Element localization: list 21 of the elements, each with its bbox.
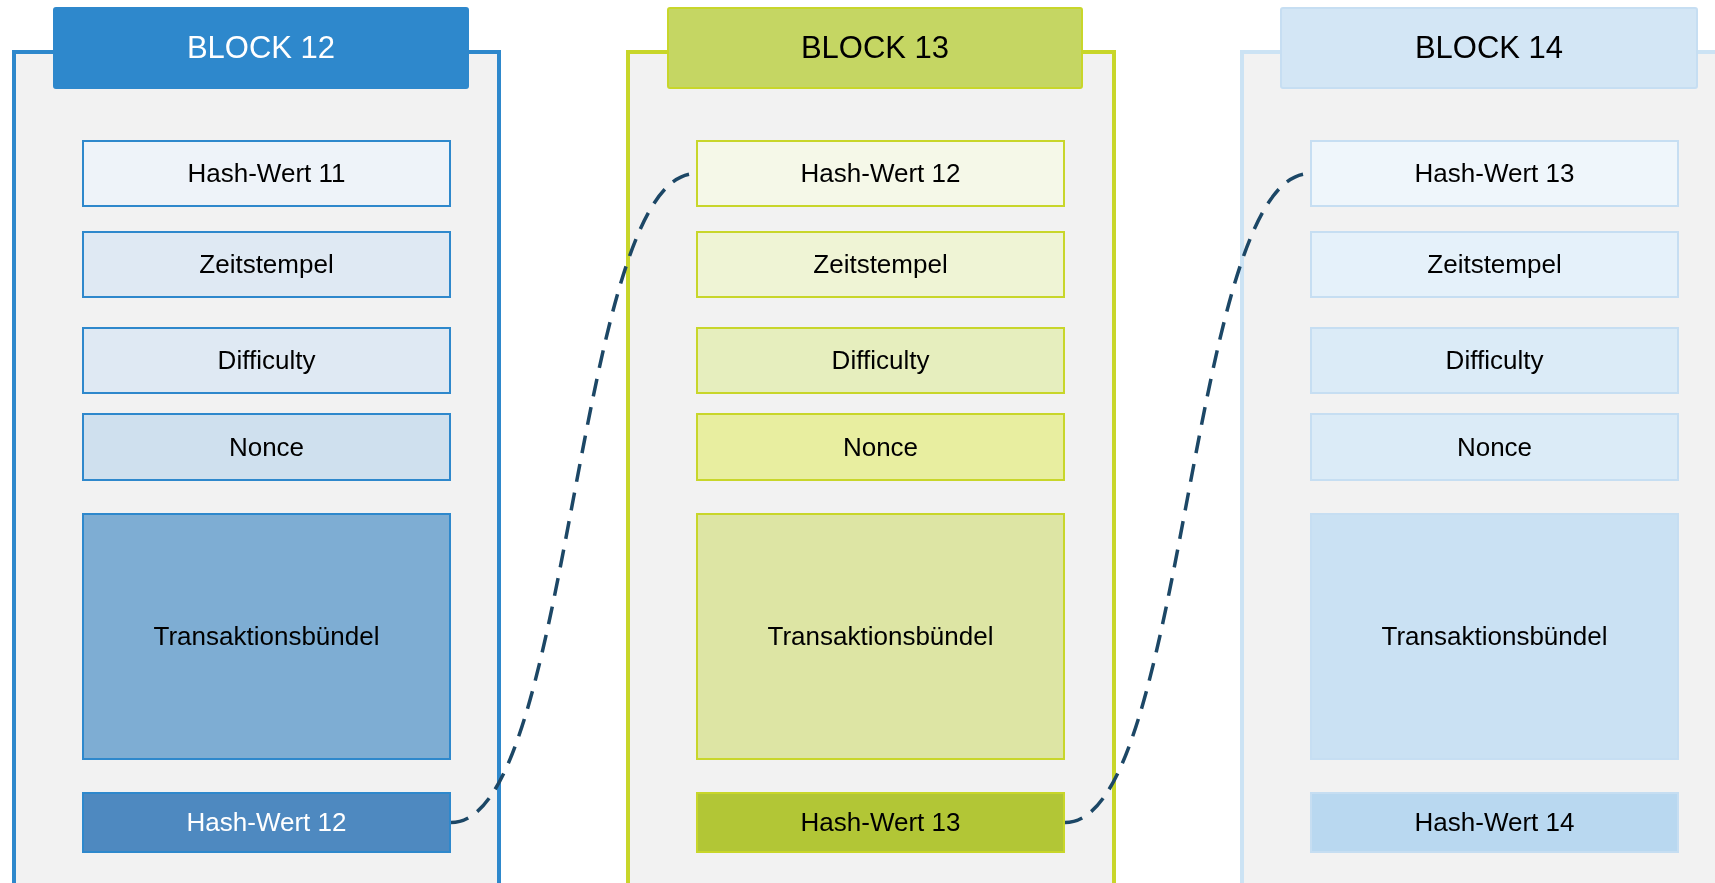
block-header: BLOCK 13 [667,7,1083,89]
field-box: Difficulty [696,327,1065,394]
field-box: Nonce [696,413,1065,481]
field-box: Hash-Wert 13 [1310,140,1679,207]
field-box: Nonce [82,413,451,481]
block-header: BLOCK 14 [1280,7,1698,89]
block-header: BLOCK 12 [53,7,469,89]
field-box: Hash-Wert 12 [696,140,1065,207]
field-box: Difficulty [1310,327,1679,394]
field-box: Hash-Wert 13 [696,792,1065,853]
field-box: Difficulty [82,327,451,394]
field-box: Zeitstempel [696,231,1065,298]
field-box: Transaktionsbündel [696,513,1065,760]
field-box: Zeitstempel [1310,231,1679,298]
field-box: Hash-Wert 14 [1310,792,1679,853]
field-box: Hash-Wert 12 [82,792,451,853]
field-box: Transaktionsbündel [1310,513,1679,760]
field-box: Transaktionsbündel [82,513,451,760]
field-box: Nonce [1310,413,1679,481]
field-box: Zeitstempel [82,231,451,298]
field-box: Hash-Wert 11 [82,140,451,207]
